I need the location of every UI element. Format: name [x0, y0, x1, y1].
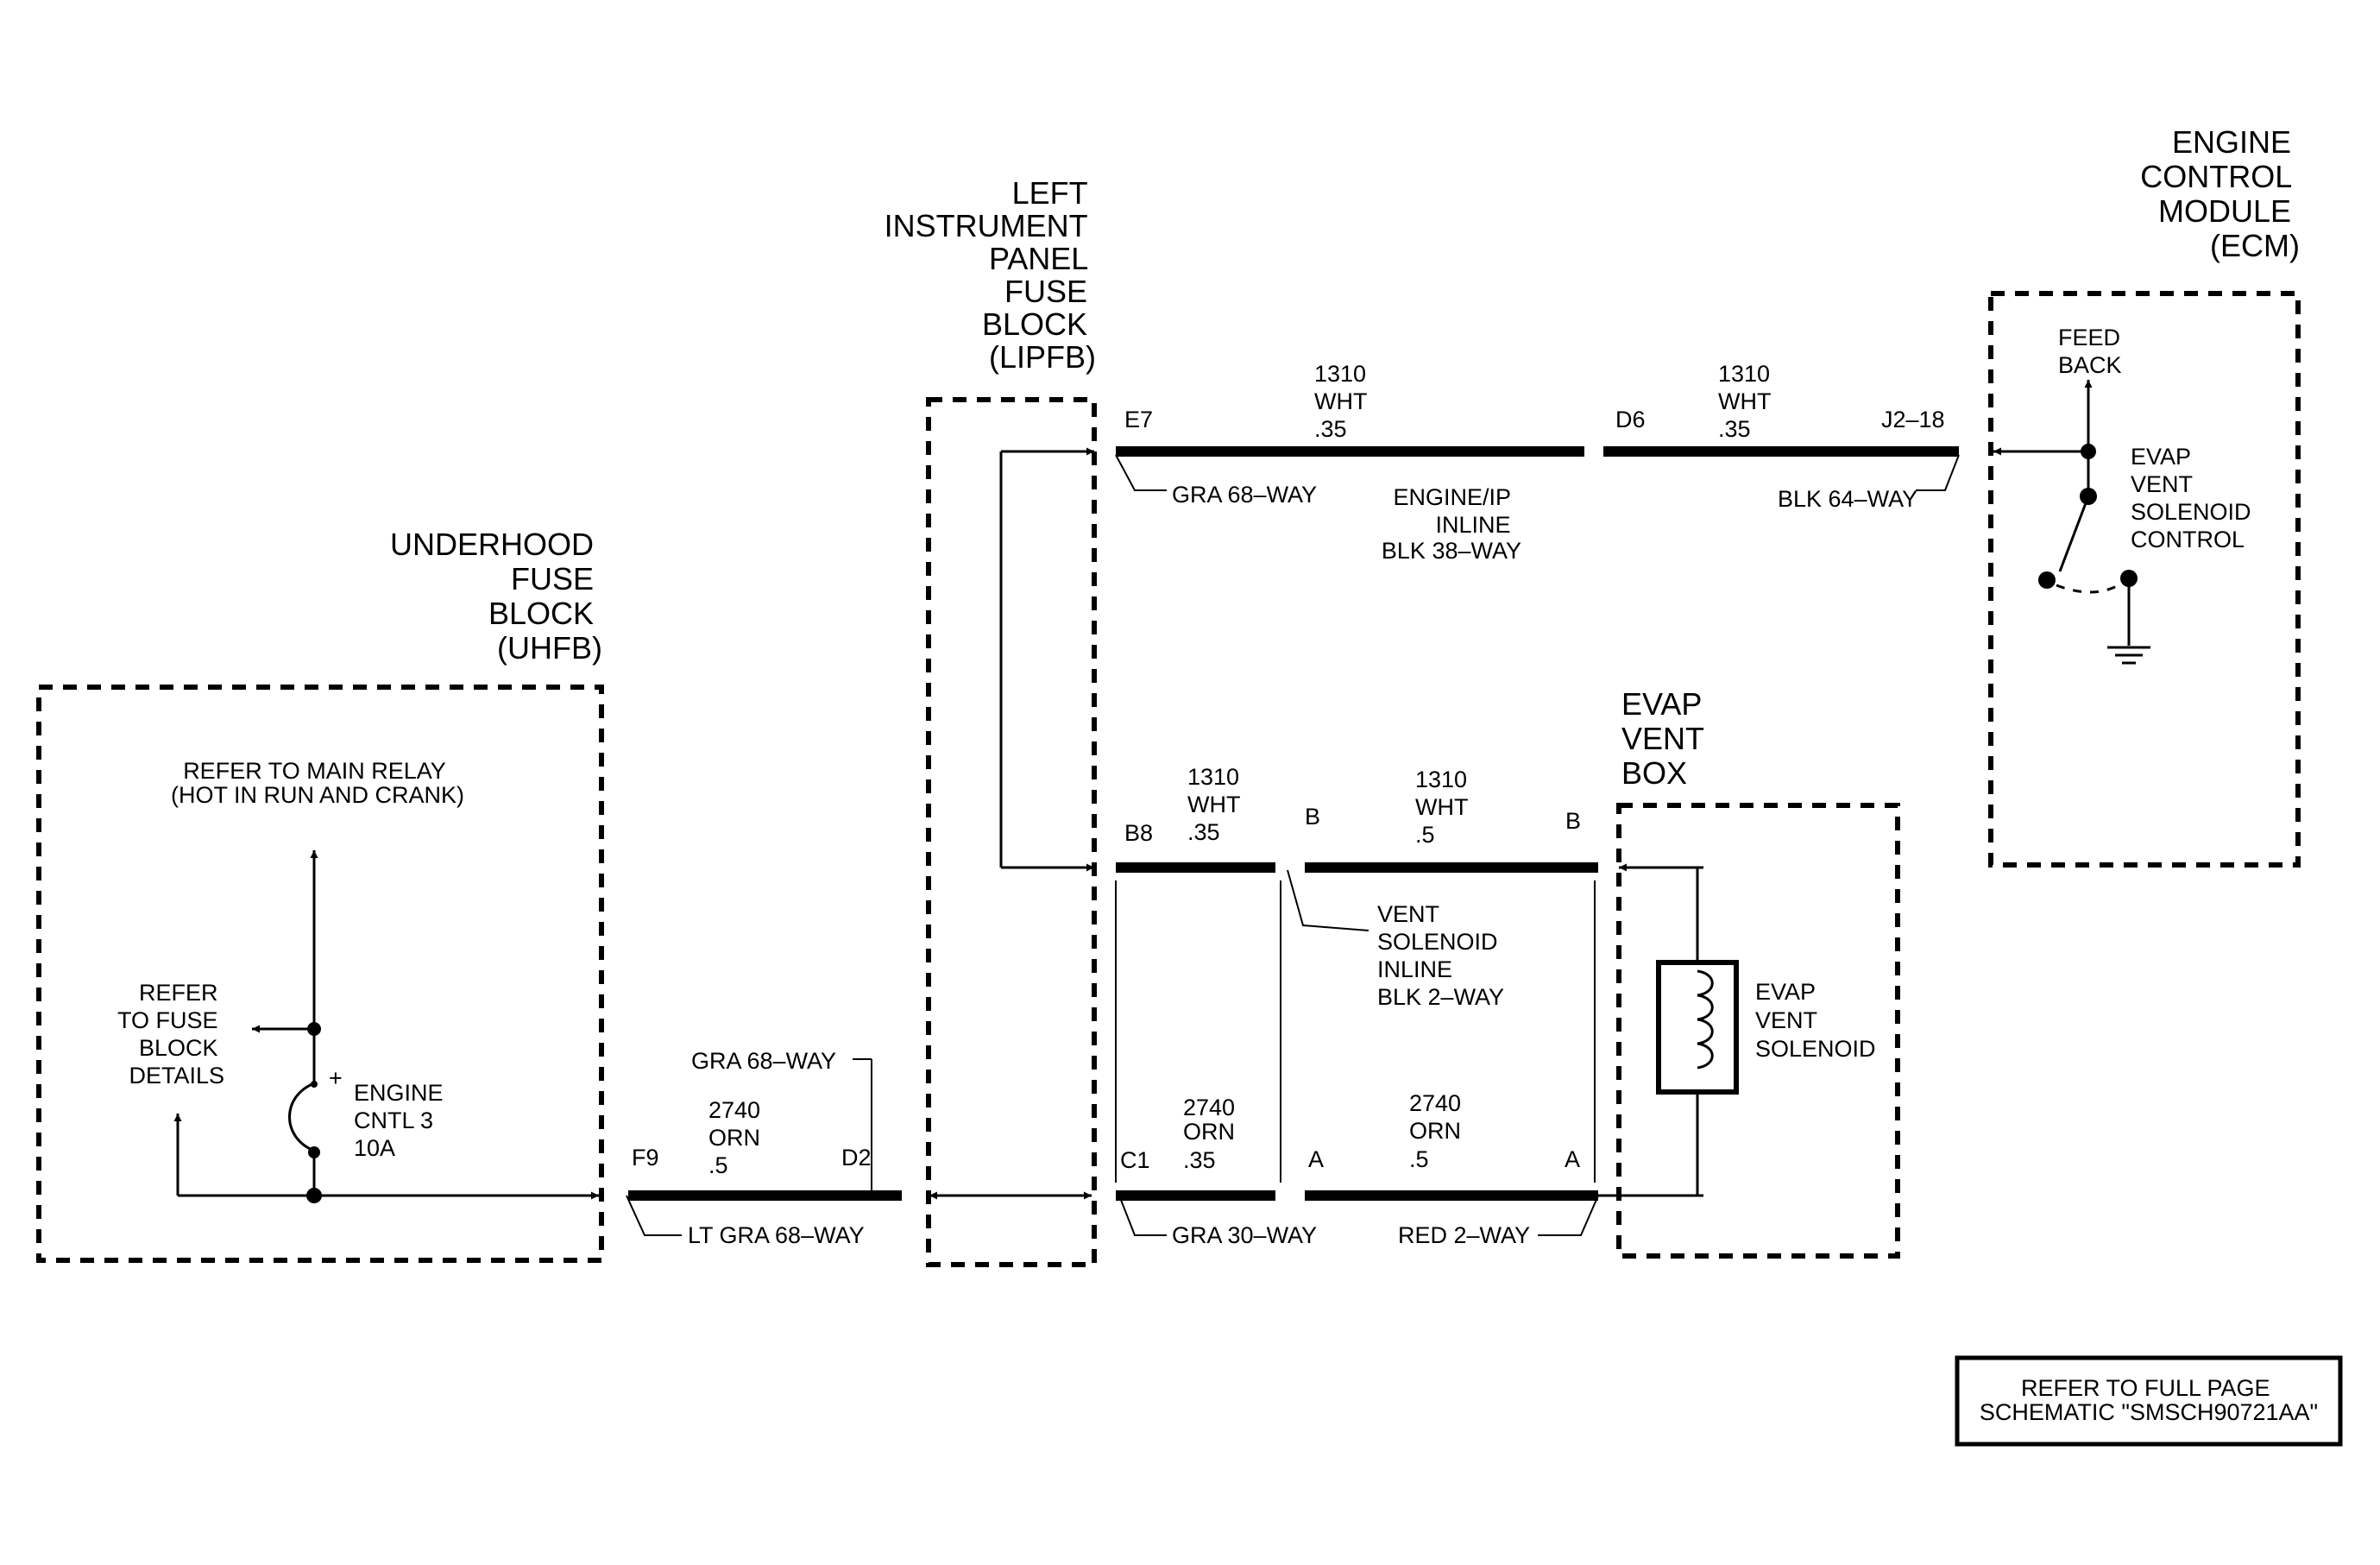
- connector-gra68-top: GRA 68–WAY: [1172, 482, 1317, 508]
- connector-gra30: GRA 30–WAY: [1172, 1222, 1317, 1248]
- wire-2740-f9-label: 2740 ORN .5: [708, 1097, 767, 1178]
- reference-box: [1955, 1355, 2343, 1447]
- connector-lt-gra68: LT GRA 68–WAY: [688, 1222, 865, 1248]
- lipfb-title: LEFT INSTRUMENT PANEL FUSE BLOCK (LIPFB): [885, 175, 1096, 375]
- connector-engine-ip: ENGINE/IP INLINE BLK 38–WAY: [1382, 484, 1521, 564]
- pin-f9: F9: [632, 1145, 659, 1171]
- evap-vent-box: [1616, 803, 1900, 1259]
- pin-e7: E7: [1124, 407, 1153, 432]
- fuse-details-note: REFER TO FUSE BLOCK DETAILS: [117, 980, 224, 1089]
- evap-box-title: EVAP VENT BOX: [1621, 686, 1712, 791]
- fuse-plus-sign: +: [329, 1065, 343, 1091]
- pin-c1: C1: [1120, 1147, 1150, 1173]
- connector-blk64: BLK 64–WAY: [1778, 486, 1917, 512]
- wire-1310-b8-label: 1310 WHT .35: [1187, 764, 1247, 845]
- uhfb-circuit: [173, 850, 599, 1203]
- ecm-title: ENGINE CONTROL MODULE (ECM): [2140, 124, 2300, 263]
- pin-b8: B8: [1124, 820, 1153, 846]
- ecm-box: [1988, 291, 2301, 868]
- fuse-label: ENGINE CNTL 3 10A: [354, 1080, 450, 1161]
- control-label: EVAP VENT SOLENOID CONTROL: [2131, 444, 2257, 552]
- fuse-symbol: [288, 1082, 315, 1152]
- main-relay-note: REFER TO MAIN RELAY (HOT IN RUN AND CRAN…: [171, 758, 464, 808]
- harness-1310-upper: [1115, 446, 2088, 491]
- connector-red2: RED 2–WAY: [1398, 1222, 1530, 1248]
- harness-1310-lower: [999, 447, 1703, 1183]
- pin-j2-18: J2–18: [1881, 407, 1945, 432]
- wire-1310-e7-label: 1310 WHT .35: [1314, 361, 1374, 442]
- uhfb-box: [36, 685, 604, 1263]
- reference-note: REFER TO FULL PAGE SCHEMATIC "SMSCH90721…: [1980, 1375, 2318, 1425]
- connector-gra68-bottom: GRA 68–WAY: [691, 1048, 836, 1074]
- pin-a-left: A: [1308, 1146, 1324, 1172]
- uhfb-title: UNDERHOOD FUSE BLOCK (UHFB): [390, 527, 602, 666]
- wire-1310-b-label: 1310 WHT .5: [1415, 767, 1475, 848]
- wire-1310-d6-label: 1310 WHT .35: [1718, 361, 1778, 442]
- harness-2740: [626, 1058, 1703, 1236]
- pin-d2: D2: [841, 1145, 872, 1171]
- pin-b-right: B: [1565, 808, 1581, 834]
- solenoid-label: EVAP VENT SOLENOID: [1755, 979, 1876, 1062]
- pin-b-left: B: [1305, 804, 1320, 830]
- wire-2740-a-label: 2740 ORN .5: [1409, 1090, 1468, 1172]
- ecm-circuit: [2038, 380, 2150, 665]
- pin-a-right: A: [1565, 1146, 1580, 1172]
- connector-vent-inline: VENT SOLENOID INLINE BLK 2–WAY: [1377, 901, 1504, 1010]
- lipfb-box: [926, 397, 1097, 1267]
- evap-vent-solenoid-coil: [1656, 868, 1739, 1196]
- wire-2740-c1-label: 2740 ORN .35: [1183, 1095, 1242, 1173]
- pin-d6: D6: [1615, 407, 1646, 432]
- feedback-label: FEED BACK: [2058, 325, 2127, 378]
